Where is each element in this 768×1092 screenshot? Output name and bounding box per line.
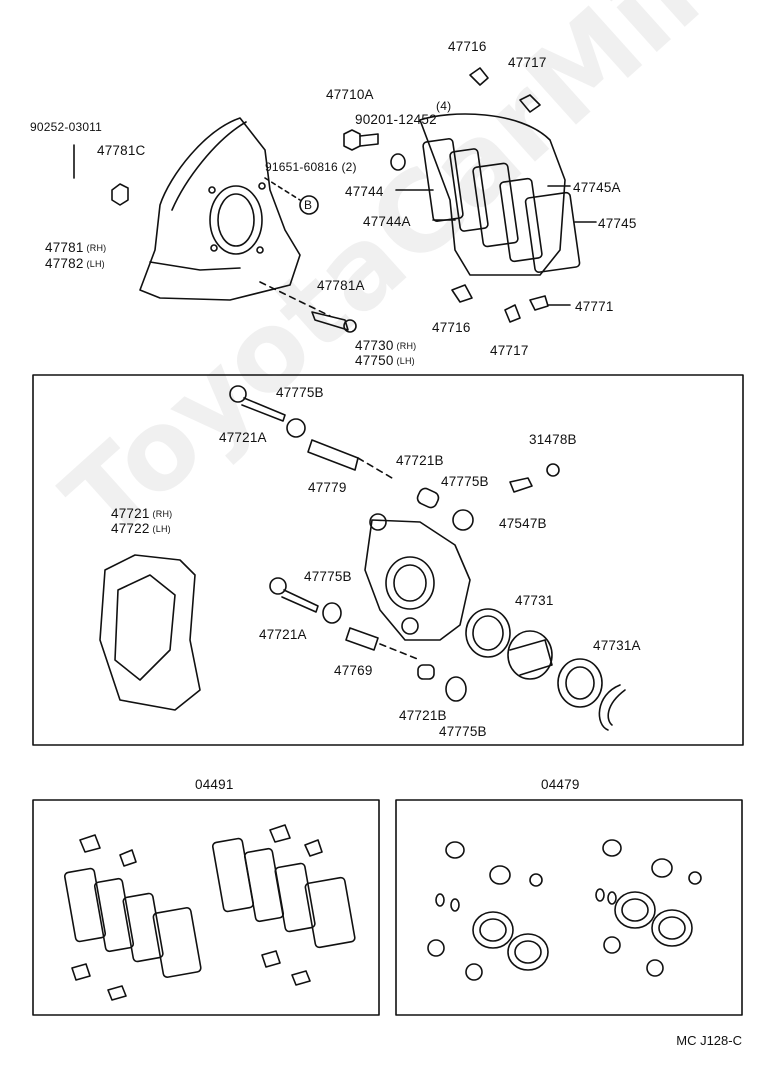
pin-47779-drawing (307, 439, 359, 471)
label-47744a: 47744A (363, 214, 411, 229)
label-47750: 47750(LH) (355, 353, 415, 368)
label-47745: 47745 (598, 216, 637, 231)
bolt-47721a-bottom-drawing (269, 577, 319, 613)
circle-b-label: B (304, 198, 313, 212)
kit-04491-frame (32, 799, 380, 1016)
label-kit-04491: 04491 (195, 777, 234, 792)
label-47775b-1: 47775B (276, 385, 324, 400)
label-31478b: 31478B (529, 432, 577, 447)
bolt-47710a-drawing (343, 129, 379, 151)
label-47769: 47769 (334, 663, 373, 678)
kit-04479-parts (427, 839, 702, 981)
label-47781c: 47781C (97, 143, 146, 158)
washer-drawing (390, 153, 406, 171)
pad-kit-drawing (419, 113, 581, 276)
bolt-47721a-top-drawing (229, 385, 286, 422)
label-47771: 47771 (575, 299, 614, 314)
bracket-drawing (99, 554, 201, 711)
label-kit-04479: 04479 (541, 777, 580, 792)
caliper-body-drawing (364, 513, 471, 641)
piston-drawing (507, 630, 553, 680)
label-47547b: 47547B (499, 516, 547, 531)
label-47721: 47721(RH) (111, 506, 173, 521)
label-90201-12452: 90201-12452 (355, 112, 437, 127)
label-47716-bottom: 47716 (432, 320, 471, 335)
label-47775b-3: 47775B (304, 569, 352, 584)
kit-04491-pads (63, 824, 356, 1001)
label-47721a-2: 47721A (259, 627, 307, 642)
label-47781: 47781(RH) (45, 240, 107, 255)
clip-drawings (451, 67, 549, 323)
label-47775b-4: 47775B (439, 724, 487, 739)
caliper-box-frame (32, 374, 744, 746)
label-47781a: 47781A (317, 278, 365, 293)
label-47779: 47779 (308, 480, 347, 495)
label-47717-bottom: 47717 (490, 343, 529, 358)
label-47710a: 47710A (326, 87, 374, 102)
label-47745a: 47745A (573, 180, 621, 195)
pin-47769-drawing (345, 627, 379, 651)
label-47731: 47731 (515, 593, 554, 608)
nut-47781c-drawing (111, 183, 129, 206)
label-qty-4: (4) (436, 99, 452, 113)
boot-47775b-low (322, 602, 342, 624)
label-47721b-1: 47721B (396, 453, 444, 468)
label-47722: 47722(LH) (111, 521, 171, 536)
sleeve-47721b-bottom (417, 664, 435, 680)
sleeve-47721b-top (416, 487, 440, 509)
dust-shield-drawing (139, 117, 301, 301)
label-47782: 47782(LH) (45, 256, 105, 271)
boot-47775b-mid (452, 509, 474, 531)
label-47721a-1: 47721A (219, 430, 267, 445)
label-47730: 47730(RH) (355, 338, 417, 353)
label-91651-60816: 91651-60816 (2) (265, 160, 357, 174)
bleeder-drawing (509, 463, 560, 493)
bolt-47781a-drawing (311, 311, 357, 333)
boot-47775b-bottom (445, 676, 467, 702)
label-90252-03011: 90252-03011 (30, 120, 103, 134)
label-47775b-2: 47775B (441, 474, 489, 489)
diagram-code: MC J128-C (676, 1033, 742, 1048)
label-47716-top: 47716 (448, 39, 487, 54)
ring-47731a-drawing (598, 684, 626, 731)
circle-b-marker (299, 195, 319, 215)
seal-47731-drawing (465, 608, 511, 658)
label-47731a: 47731A (593, 638, 641, 653)
label-47717-top: 47717 (508, 55, 547, 70)
boot-47731-drawing (557, 658, 603, 708)
label-47744: 47744 (345, 184, 384, 199)
label-47721b-2: 47721B (399, 708, 447, 723)
kit-04479-frame (395, 799, 743, 1016)
boot-47775b-top (286, 418, 306, 438)
